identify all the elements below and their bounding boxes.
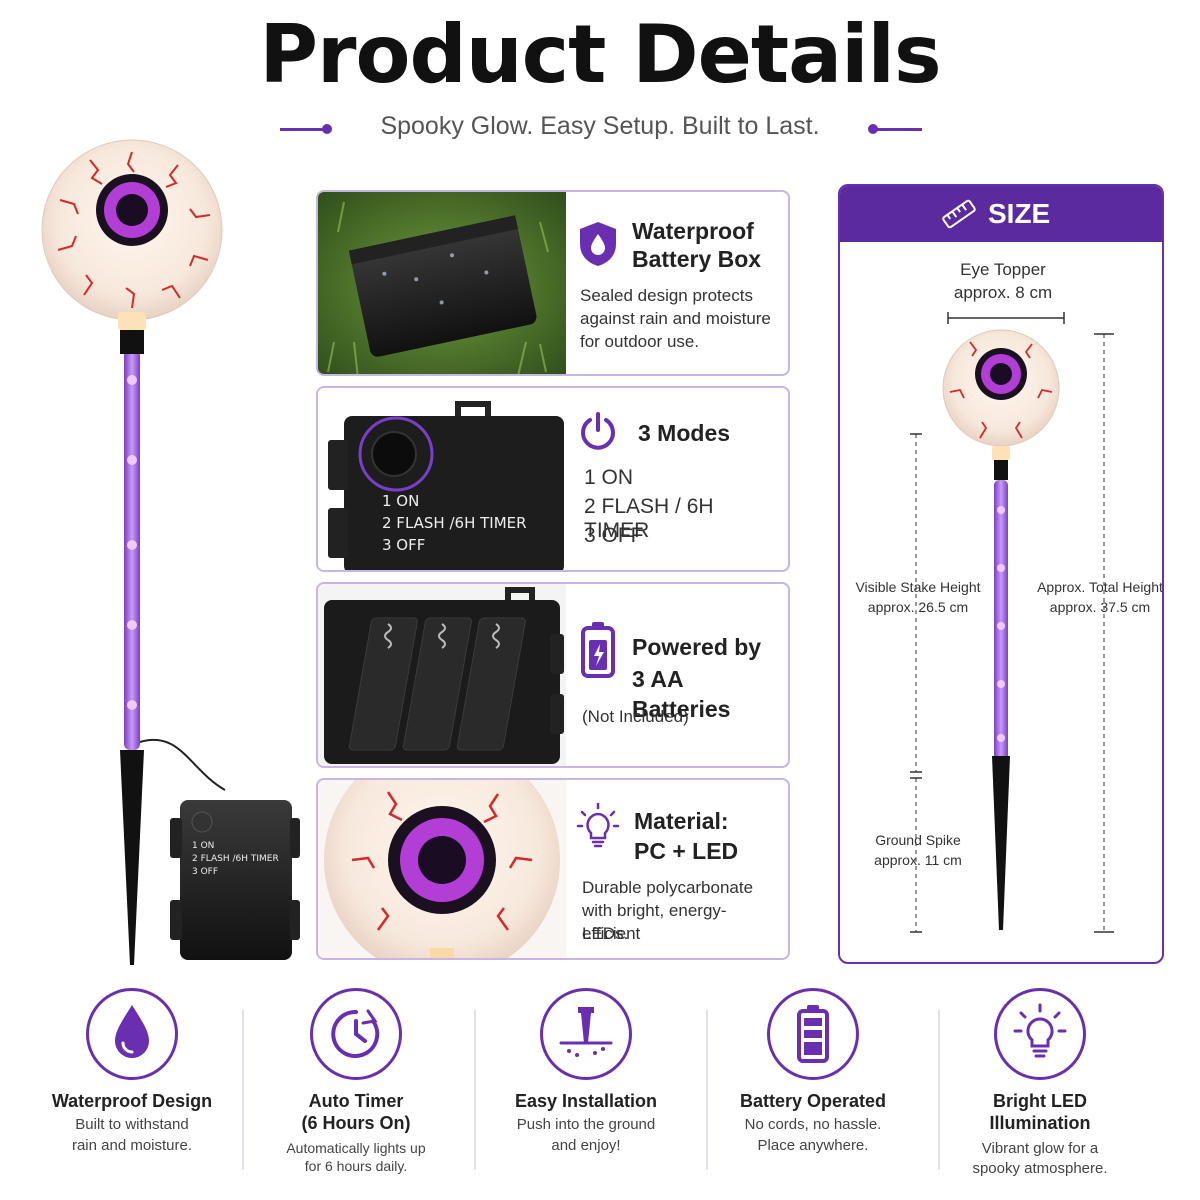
ruler-icon: [942, 199, 976, 234]
mode-line-3: 3 OFF: [584, 524, 644, 547]
feature-bright-led: Bright LED Illumination Vibrant glow for…: [924, 988, 1156, 1188]
card-waterproof-battery-box: Waterproof Battery Box Sealed design pro…: [316, 190, 790, 376]
card-title-line-2: 3 AA Batteries: [632, 666, 731, 722]
subtitle-right-line: [872, 128, 922, 131]
feature-divider: [938, 1010, 940, 1170]
box-mode-2: 2 FLASH /6H TIMER: [192, 854, 279, 864]
battery-box-on-grass-photo: [318, 192, 566, 374]
subtitle-left-dot: [322, 124, 332, 134]
box-mode-3: 3 OFF: [192, 867, 218, 877]
eye-topper-label: Eye Topper: [960, 260, 1046, 279]
feature-title-line-2: Illumination: [989, 1113, 1091, 1133]
feature-desc-line-1: Push into the ground: [516, 1116, 656, 1133]
eyeball-closeup-photo: [318, 780, 566, 958]
feature-desc-line-2: Place anywhere.: [757, 1137, 869, 1154]
feature-easy-installation: Easy Installation Push into the ground a…: [470, 988, 702, 1188]
feature-title-line-2: (6 Hours On): [301, 1113, 411, 1133]
card-desc-line-3: LEDs.: [582, 924, 629, 943]
feature-title: Easy Installation: [514, 1091, 658, 1111]
photo-mode-1: 1 ON: [382, 492, 419, 510]
feature-divider: [242, 1010, 244, 1170]
ground-stake-icon: [540, 988, 632, 1080]
feature-waterproof-design: Waterproof Design Built to withstand rai…: [16, 988, 248, 1188]
feature-title: Battery Operated: [739, 1091, 887, 1111]
feature-desc-line-2: rain and moisture.: [71, 1137, 193, 1154]
feature-title-line-1: Bright LED: [993, 1091, 1087, 1111]
size-header: SIZE: [840, 186, 1162, 242]
size-panel: SIZE Eye Topper approx. 8 cm Visible Sta…: [838, 184, 1164, 964]
card-title-line-1: Powered by: [632, 634, 762, 660]
page-title: Product Details: [259, 8, 941, 101]
feature-battery-operated: Battery Operated No cords, no hassle. Pl…: [697, 988, 929, 1188]
card-powered-by-batteries: Powered by 3 AA Batteries (Not Included): [316, 582, 790, 768]
card-desc-line-1: (Not Included): [582, 707, 689, 726]
feature-divider: [474, 1010, 476, 1170]
card-desc-line-3: for outdoor use.: [580, 332, 700, 351]
battery-box-switch-photo: 1 ON 2 FLASH /6H TIMER 3 OFF: [318, 388, 566, 570]
mode-line-1: 1 ON: [584, 466, 634, 489]
card-title-line-1: Material:: [634, 808, 729, 834]
eye-topper-value: approx. 8 cm: [953, 283, 1053, 302]
power-wire: [139, 739, 226, 791]
card-desc-line-1: Durable polycarbonate: [582, 878, 754, 897]
card-title-line-1: 3 Modes: [638, 420, 731, 446]
ground-spike-label: Ground Spike: [875, 832, 961, 848]
power-icon: [576, 410, 620, 458]
card-3-modes: 1 ON 2 FLASH /6H TIMER 3 OFF 3 Modes 1 O…: [316, 386, 790, 572]
timer-clock-icon: [310, 988, 402, 1080]
size-title: SIZE: [988, 198, 1051, 229]
battery-full-icon: [767, 988, 859, 1080]
feature-desc-line-2: for 6 hours daily.: [304, 1158, 408, 1174]
feature-title: Waterproof Design: [51, 1091, 213, 1111]
card-desc-line-2: with bright, energy-efficient: [582, 901, 727, 943]
subtitle-left-line: [280, 128, 328, 131]
open-battery-compartment-photo: [318, 584, 566, 766]
visible-stake-label: Visible Stake Height: [855, 579, 981, 595]
bulb-icon: [576, 802, 620, 850]
visible-stake-value: approx. 26.5 cm: [867, 599, 969, 615]
feature-divider: [706, 1010, 708, 1170]
feature-desc-line-1: Automatically lights up: [286, 1140, 426, 1156]
eyeball-pupil: [116, 194, 148, 226]
feature-title-line-1: Auto Timer: [308, 1091, 404, 1111]
feature-desc-line-2: and enjoy!: [551, 1137, 621, 1154]
stake-collar: [120, 330, 144, 354]
feature-desc-line-1: No cords, no hassle.: [744, 1116, 882, 1133]
feature-auto-timer: Auto Timer (6 Hours On) Automatically li…: [240, 988, 472, 1188]
mode-line-2: 2 FLASH / 6H TIMER: [584, 495, 714, 542]
card-title-line-1: Waterproof: [632, 218, 754, 244]
card-title-line-2: Battery Box: [632, 246, 762, 272]
battery-box: [170, 800, 300, 960]
total-height-label: Approx. Total Height: [1037, 579, 1163, 595]
feature-desc-line-2: spooky atmosphere.: [972, 1160, 1108, 1177]
card-material: Material: PC + LED Durable polycarbonate…: [316, 778, 790, 960]
page-subtitle: Spooky Glow. Easy Setup. Built to Last.: [380, 112, 820, 140]
total-height-value: approx. 37.5 cm: [1049, 599, 1151, 615]
water-drop-icon: [86, 988, 178, 1080]
card-desc-line-1: Sealed design protects: [580, 286, 753, 305]
card-title-line-2: PC + LED: [634, 838, 739, 864]
battery-icon: [580, 620, 624, 678]
shield-drop-icon: [576, 220, 620, 268]
feature-desc-line-1: Built to withstand: [75, 1116, 189, 1133]
feature-desc-line-1: Vibrant glow for a: [981, 1140, 1099, 1157]
box-mode-1: 1 ON: [192, 841, 214, 851]
size-diagram: [910, 312, 1114, 933]
photo-mode-3: 3 OFF: [382, 536, 425, 554]
photo-mode-2: 2 FLASH /6H TIMER: [382, 514, 527, 532]
ground-spike-value: approx. 11 cm: [874, 852, 962, 868]
eyeball-veins: [57, 151, 211, 309]
led-bulb-icon: [994, 988, 1086, 1080]
ground-spike: [120, 750, 144, 965]
subtitle-row: Spooky Glow. Easy Setup. Built to Last.: [0, 112, 1200, 148]
card-desc-line-2: against rain and moisture: [580, 309, 771, 328]
product-stake-light-image: 1 ON 2 FLASH /6H TIMER 3 OFF: [40, 130, 300, 990]
